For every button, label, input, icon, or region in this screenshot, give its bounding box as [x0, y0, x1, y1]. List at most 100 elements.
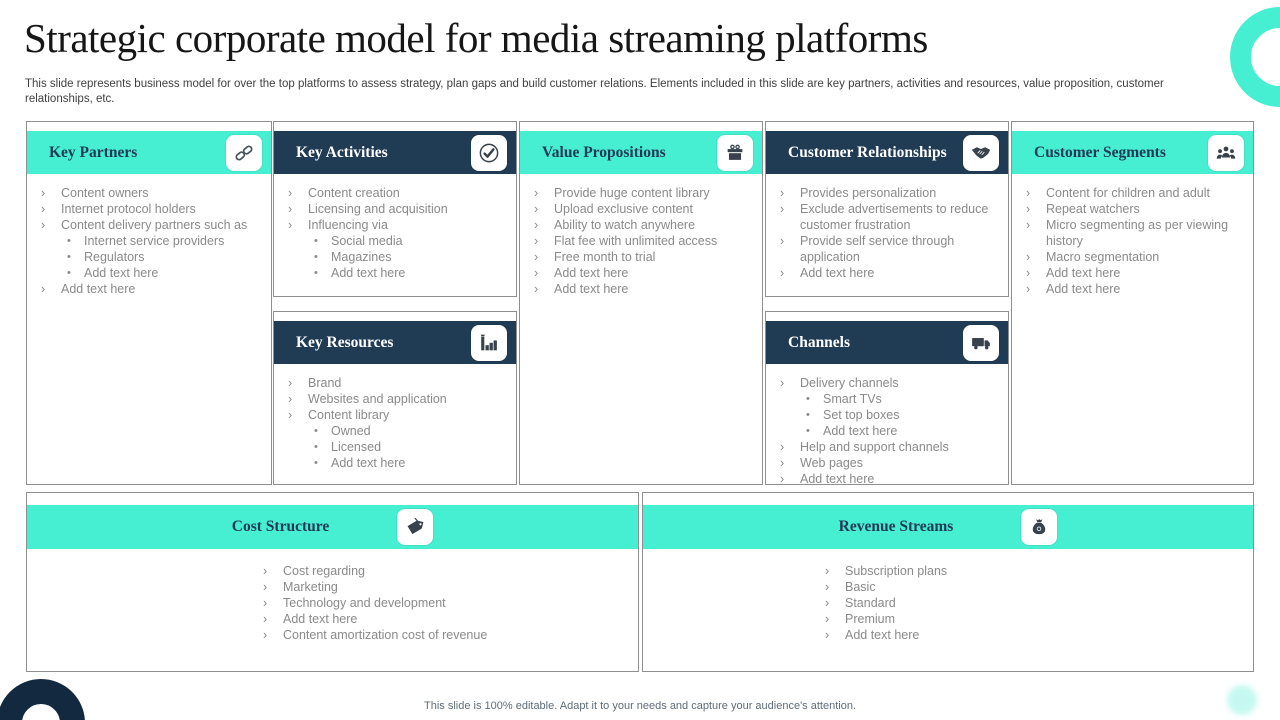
dot-bullet: • [314, 267, 318, 279]
chevron-bullet: › [1026, 250, 1031, 264]
list-item: ›Internet protocol holders [27, 201, 265, 217]
list-item-text: Add text here [800, 472, 875, 485]
dot-bullet: • [806, 425, 810, 437]
list-item-text: Add text here [554, 282, 629, 296]
box-header: Value Propositions [520, 131, 762, 174]
chevron-bullet: › [780, 472, 785, 485]
chevron-bullet: › [780, 234, 785, 248]
list-item-text: Owned [331, 424, 371, 438]
box-list: ›Subscription plans›Basic›Standard›Premi… [811, 563, 1253, 643]
list-item: •Add text here [274, 265, 510, 281]
chevron-bullet: › [1026, 282, 1031, 296]
list-item-text: Add text here [61, 282, 136, 296]
list-item-text: Add text here [845, 628, 920, 642]
list-item: ›Exclude advertisements to reduce custom… [766, 201, 1002, 233]
list-item-text: Cost regarding [283, 564, 365, 578]
list-item: ›Add text here [520, 281, 756, 297]
list-item-text: Content owners [61, 186, 149, 200]
list-item: › Add text here [811, 627, 1247, 643]
list-item: •Add text here [274, 455, 510, 471]
box-value-propositions[interactable]: Value Propositions ›Provide huge content… [519, 121, 763, 485]
tag-icon [397, 509, 434, 545]
list-item-text: Content amortization cost of revenue [283, 628, 488, 642]
chevron-bullet: › [825, 564, 830, 578]
list-item-text: Add text here [823, 424, 898, 438]
list-item: › Subscription plans [811, 563, 1247, 579]
slide-title: Strategic corporate model for media stre… [24, 15, 928, 61]
box-key-resources[interactable]: Key Resources ›Brand›Websites and applic… [273, 311, 517, 485]
list-item-text: Basic [845, 580, 876, 594]
list-item: ›Content delivery partners such as [27, 217, 265, 233]
list-item-text: Licensing and acquisition [308, 202, 448, 216]
chevron-bullet: › [534, 218, 539, 232]
box-channels[interactable]: Channels › Delivery channels•Smart TVs • Se… [765, 311, 1009, 485]
chevron-bullet: › [780, 456, 785, 470]
truck-icon [963, 324, 999, 361]
chevron-bullet: › [263, 564, 268, 578]
dot-bullet: • [314, 235, 318, 247]
chevron-bullet: › [780, 376, 785, 390]
chevron-bullet: › [825, 628, 830, 642]
people-icon [1208, 134, 1244, 171]
box-header: Channels [766, 321, 1008, 364]
list-item-text: Technology and development [283, 596, 446, 610]
list-item: ›Help and support channels [766, 439, 1002, 455]
box-list: ›Content for children and adult›Repeat w… [1012, 185, 1253, 297]
list-item: › Provide self service through applicatio… [766, 233, 1002, 265]
list-item-text: Flat fee with unlimited access [554, 234, 718, 248]
dot-bullet: • [314, 457, 318, 469]
box-header: Customer Relationships [766, 131, 1008, 174]
list-item-text: Add text here [1046, 266, 1121, 280]
chevron-bullet: › [780, 440, 785, 454]
list-item-text: Content creation [308, 186, 400, 200]
list-item-text: Content library [308, 408, 390, 422]
list-item: › Macro segmentation [1012, 249, 1247, 265]
chevron-bullet: › [263, 612, 268, 626]
chevron-bullet: › [534, 234, 539, 248]
list-item-text: Provide self service through application [800, 234, 955, 264]
list-item: ›Standard [811, 595, 1247, 611]
dot-bullet: • [314, 425, 318, 437]
dot-bullet: • [67, 235, 71, 247]
list-item-text: Add text here [554, 266, 629, 280]
box-customer-relationships[interactable]: Customer Relationships ›Provides persona… [765, 121, 1009, 297]
list-item: • Owned [274, 423, 510, 439]
box-header: Key Activities [274, 131, 516, 174]
list-item: •Smart TVs [766, 391, 1002, 407]
list-item-text: Websites and application [308, 392, 447, 406]
chevron-bullet: › [1026, 186, 1031, 200]
box-header: Cost Structure [27, 505, 638, 549]
list-item-text: Add text here [1046, 282, 1121, 296]
chevron-bullet: › [1026, 218, 1031, 232]
list-item: ›Marketing [249, 579, 632, 595]
box-key-activities[interactable]: Key Activities ›Content creation›Licensi… [273, 121, 517, 297]
box-cost-structure[interactable]: Cost Structure › Cost regarding›Marketing… [26, 492, 639, 672]
list-item-text: Delivery channels [800, 376, 899, 390]
box-list: ›Provides personalization›Exclude advert… [766, 185, 1008, 281]
list-item: • Add text here [766, 423, 1002, 439]
list-item-text: Licensed [331, 440, 382, 454]
dot-bullet: • [67, 251, 71, 263]
box-customer-segments[interactable]: Customer Segments ›Content for children … [1011, 121, 1254, 485]
list-item-text: Add text here [283, 612, 358, 626]
value-propositions-title: Value Propositions [542, 143, 666, 161]
channels-title: Channels [788, 333, 851, 351]
list-item-text: Influencing via [308, 218, 388, 232]
customer-relationships-title: Customer Relationships [788, 143, 947, 161]
list-item-text: Brand [308, 376, 342, 390]
box-revenue-streams[interactable]: Revenue Streams ›Subscription plans›Basi… [642, 492, 1254, 672]
list-item-text: Ability to watch anywhere [554, 218, 696, 232]
list-item-text: Set top boxes [823, 408, 900, 422]
list-item-text: Macro segmentation [1046, 250, 1160, 264]
list-item-text: Web pages [800, 456, 864, 470]
chevron-bullet: › [825, 612, 830, 626]
gift-icon [717, 134, 753, 171]
list-item: •Add text here [27, 265, 265, 281]
list-item: ›Content for children and adult [1012, 185, 1247, 201]
box-key-partners[interactable]: Key Partners ›Content owners›Internet pr… [26, 121, 272, 485]
chevron-bullet: › [263, 580, 268, 594]
list-item-text: Subscription plans [845, 564, 948, 578]
list-item: ›Add text here [1012, 265, 1247, 281]
box-header: Key Partners [27, 131, 271, 174]
